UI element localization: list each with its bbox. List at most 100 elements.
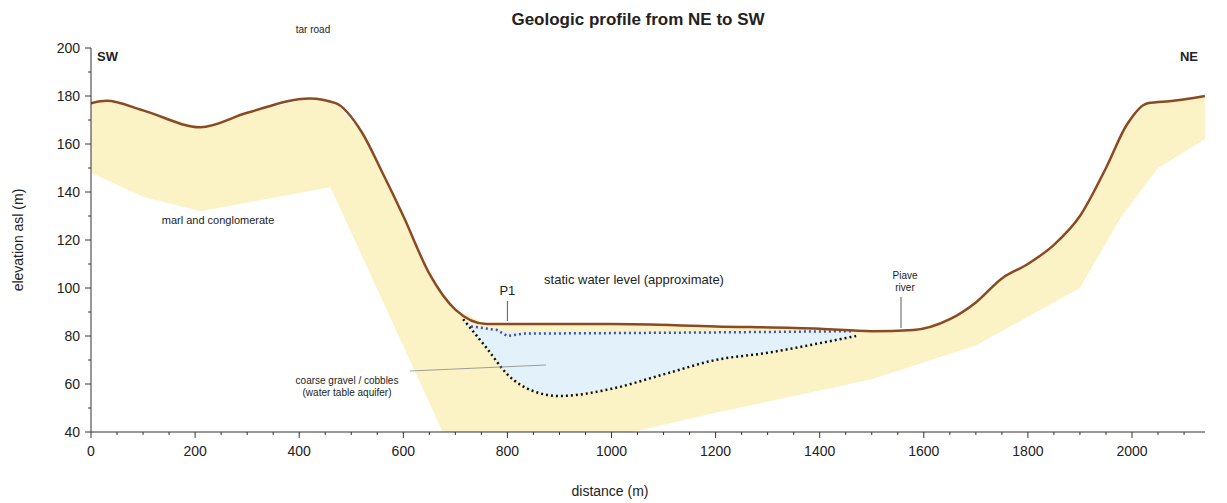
x-tick [663,432,664,435]
x-tick [195,432,196,438]
x-tick-label: 0 [87,443,95,459]
river-label: Piave river [883,270,927,293]
x-tick-label: 1800 [1012,443,1043,459]
x-tick [455,432,456,435]
y-tick-label: 160 [57,136,80,152]
y-tick [88,120,91,121]
chart-title: Geologic profile from NE to SW [511,10,764,30]
x-tick [299,432,300,438]
x-tick [169,432,170,435]
water-level-label: static water level (approximate) [544,273,724,288]
x-tick [741,432,742,435]
x-tick-label: 1200 [700,443,731,459]
direction-label: NE [1180,50,1198,65]
x-tick [117,432,118,435]
x-tick [637,432,638,435]
x-tick [429,432,430,435]
x-tick-label: 2000 [1116,443,1147,459]
x-tick [949,432,950,435]
x-tick-label: 600 [392,443,415,459]
x-tick-label: 400 [288,443,311,459]
direction-label: SW [97,50,118,65]
y-tick [85,144,91,145]
x-tick [1001,432,1002,435]
x-tick [481,432,482,435]
x-tick [533,432,534,435]
x-tick [559,432,560,435]
x-tick [897,432,898,435]
y-tick [85,336,91,337]
x-tick [273,432,274,435]
x-tick-label: 1600 [908,443,939,459]
p1-leader [507,301,508,321]
feature-label: tar road [296,24,330,36]
well-label: P1 [499,284,515,299]
x-tick [143,432,144,435]
y-tick [88,312,91,313]
y-tick [85,384,91,385]
x-tick [403,432,404,438]
x-tick [351,432,352,435]
x-tick [325,432,326,435]
x-tick [611,432,612,438]
x-tick-label: 200 [183,443,206,459]
y-tick [88,168,91,169]
x-tick [377,432,378,435]
y-tick [88,408,91,409]
x-tick [1105,432,1106,435]
x-tick [91,432,92,438]
y-tick [85,288,91,289]
ground-surface [91,96,1205,331]
x-tick [507,432,508,438]
x-tick [767,432,768,435]
axis-title: distance (m) [571,483,648,499]
x-tick [923,432,924,438]
x-tick [975,432,976,435]
aquifer-boundary [463,319,856,396]
aquifer-label: coarse gravel / cobbles (water table aqu… [291,375,403,398]
x-tick [1132,432,1133,438]
y-tick-label: 200 [57,40,80,56]
layer-label: marl and conglomerate [162,214,275,227]
y-tick-label: 40 [64,424,80,440]
y-tick [85,48,91,49]
x-tick [1027,432,1028,438]
x-tick [1053,432,1054,435]
y-tick [88,264,91,265]
y-tick [85,192,91,193]
y-tick-label: 140 [57,184,80,200]
y-tick [88,72,91,73]
river-leader [901,297,902,328]
x-tick [871,432,872,435]
x-tick [715,432,716,438]
aquifer-leader [410,365,546,371]
y-tick [85,432,91,433]
x-axis [91,432,1205,433]
x-tick [585,432,586,435]
bedrock-layer [91,96,1205,432]
x-tick [1079,432,1080,435]
x-tick [689,432,690,435]
x-tick [845,432,846,435]
y-tick [88,216,91,217]
x-tick-label: 800 [496,443,519,459]
axis-title: elevation asl (m) [10,189,26,292]
x-tick [221,432,222,435]
x-tick [1184,432,1185,435]
x-tick [819,432,820,438]
y-tick [85,96,91,97]
x-tick-label: 1400 [804,443,835,459]
y-tick-label: 60 [64,376,80,392]
y-tick [85,240,91,241]
x-tick-label: 1000 [596,443,627,459]
x-tick [793,432,794,435]
y-tick-label: 180 [57,88,80,104]
y-tick-label: 100 [57,280,80,296]
y-tick-label: 120 [57,232,80,248]
x-tick [247,432,248,435]
y-tick [88,360,91,361]
y-tick-label: 80 [64,328,80,344]
x-tick [1158,432,1159,435]
